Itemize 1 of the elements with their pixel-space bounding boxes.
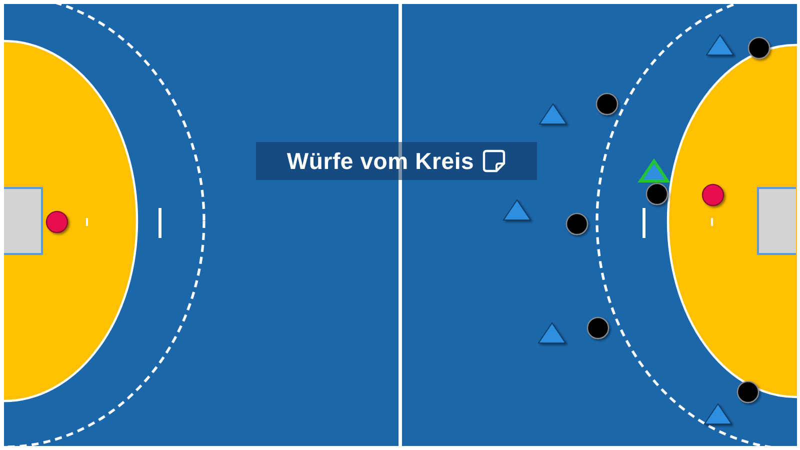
title-text: Würfe vom Kreis	[286, 148, 474, 174]
